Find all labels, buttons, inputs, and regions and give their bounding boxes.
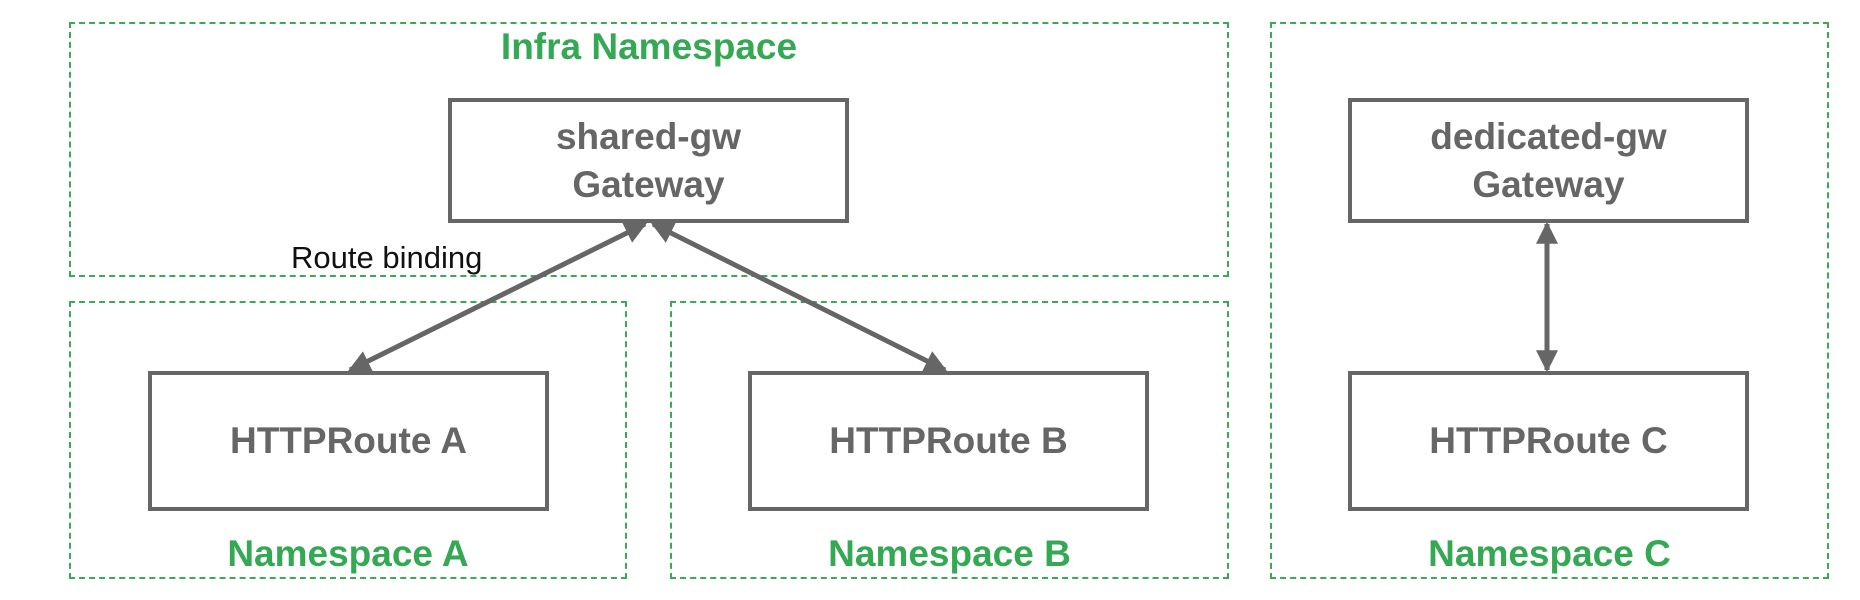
namespace-b-label: Namespace B [828, 533, 1071, 574]
infra-namespace: Infra Namespace [69, 22, 1229, 277]
shared-gw-to-route-b-arrow [651, 221, 947, 373]
dedicated-gateway-box[interactable]: dedicated-gw Gateway [1348, 98, 1749, 223]
infra-namespace-label: Infra Namespace [500, 26, 798, 67]
httproute-b-label: HTTPRoute B [829, 420, 1068, 461]
httproute-c-label: HTTPRoute C [1429, 420, 1668, 461]
namespace-a: Namespace A [69, 301, 627, 579]
httproute-b-box[interactable]: HTTPRoute B [748, 371, 1149, 511]
shared-gateway-name: shared-gw [555, 115, 742, 157]
httproute-c-box[interactable]: HTTPRoute C [1348, 371, 1749, 511]
shared-gw-to-route-a-arrow [348, 221, 647, 373]
shared-gateway-box[interactable]: shared-gw Gateway [448, 98, 849, 223]
dedicated-gateway-kind: Gateway [1472, 163, 1625, 205]
namespace-c: Namespace C [1270, 22, 1829, 579]
dedicated-gateway-name: dedicated-gw [1430, 115, 1667, 157]
httproute-a-box[interactable]: HTTPRoute A [148, 371, 549, 511]
namespace-a-label: Namespace A [227, 533, 469, 574]
httproute-a-label: HTTPRoute A [229, 420, 468, 461]
namespace-c-label: Namespace C [1428, 533, 1671, 574]
namespace-b: Namespace B [670, 301, 1229, 579]
shared-gateway-kind: Gateway [572, 163, 725, 205]
